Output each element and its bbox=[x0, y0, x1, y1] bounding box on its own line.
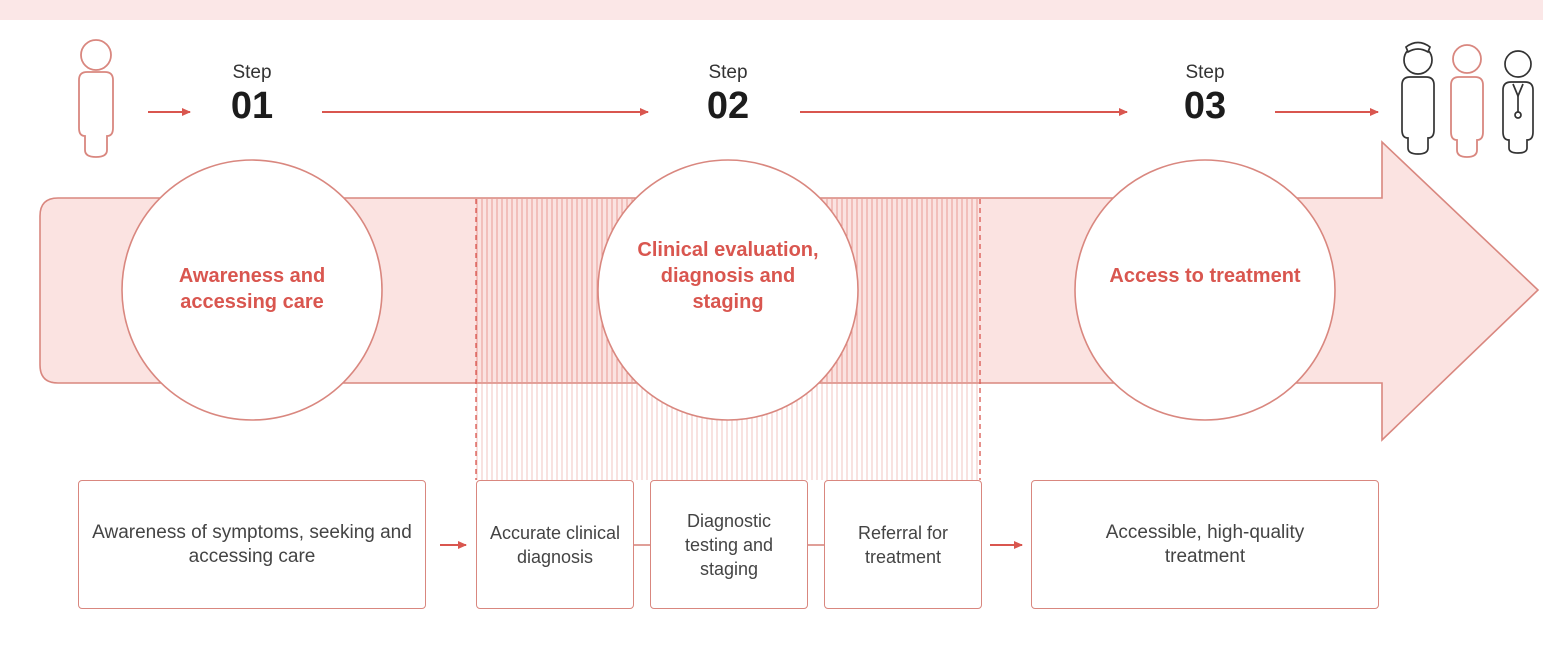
step-header-3: Step 03 bbox=[1125, 62, 1285, 128]
step-label: Step bbox=[708, 62, 748, 83]
box-accurate-clinical-diagnosis: Accurate clinical diagnosis bbox=[476, 480, 634, 609]
step-circle-1 bbox=[121, 159, 383, 421]
box-accessible-treatment: Accessible, high-quality treatment bbox=[1031, 480, 1379, 609]
circle-label-clinical-evaluation: Clinical evaluation, diagnosis and stagi… bbox=[637, 239, 819, 313]
box-awareness-of-symptoms: Awareness of symptoms, seeking and acces… bbox=[78, 480, 426, 609]
top-banner-strip bbox=[0, 0, 1543, 20]
circle-label-access-to-treatment: Access to treatment bbox=[1109, 265, 1301, 287]
person-icon bbox=[78, 39, 114, 158]
patient-icon bbox=[1450, 44, 1484, 158]
nurse-icon bbox=[1401, 41, 1435, 155]
step-circle-2 bbox=[597, 159, 859, 421]
step-number: 03 bbox=[1183, 85, 1227, 127]
circle-label-awareness: Awareness and accessing care bbox=[178, 265, 326, 313]
step-label: Step bbox=[232, 62, 272, 83]
step-header-2: Step 02 bbox=[648, 62, 808, 128]
box-referral-for-treatment: Referral for treatment bbox=[824, 480, 982, 609]
step-label: Step bbox=[1185, 62, 1225, 83]
doctor-icon bbox=[1502, 50, 1534, 154]
step-header-1: Step 01 bbox=[172, 62, 332, 128]
step-number: 02 bbox=[706, 85, 750, 127]
step-number: 01 bbox=[230, 85, 274, 127]
step-circle-3 bbox=[1074, 159, 1336, 421]
box-diagnostic-testing: Diagnostic testing and staging bbox=[650, 480, 808, 609]
